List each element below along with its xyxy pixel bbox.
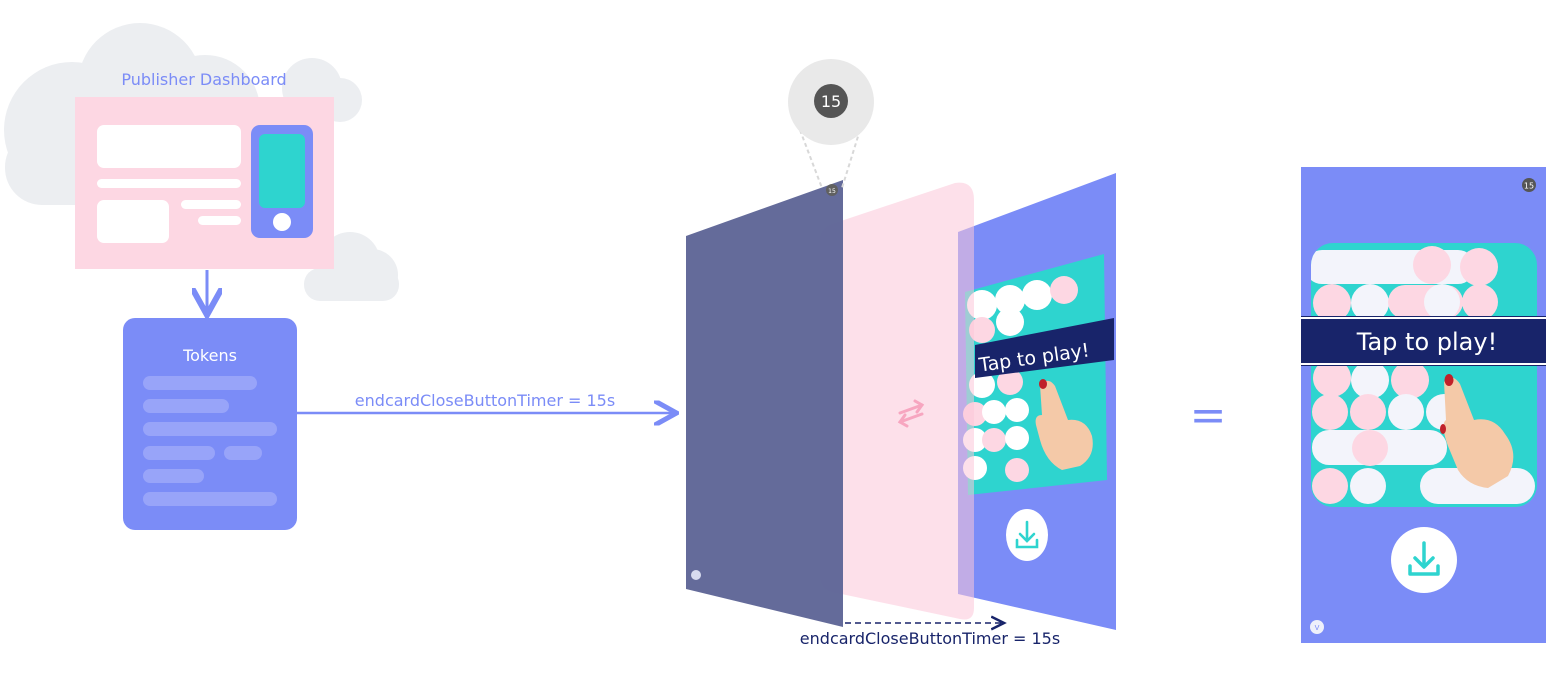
tap-to-play-banner: [1301, 316, 1546, 366]
bottom-timer-label: endcardCloseButtonTimer = 15s: [800, 629, 1060, 648]
finger-icon: [1035, 379, 1093, 470]
close-button-layer: [686, 180, 843, 627]
endcard-layer: Tap to play!: [958, 173, 1116, 630]
result-tap-text: Tap to play!: [1356, 328, 1497, 356]
equals-sign: =: [1190, 390, 1227, 441]
svg-text:V: V: [1315, 624, 1320, 632]
tokens-title: Tokens: [182, 346, 237, 365]
swap-arrows-icon: [897, 399, 925, 428]
finger-icon: [1440, 374, 1514, 488]
result-timer-text: 15: [1524, 182, 1534, 191]
download-icon: [1408, 541, 1440, 576]
result-endcard: 15 Tap to play!: [1301, 167, 1546, 643]
timer-badge-text: 15: [821, 92, 841, 111]
download-icon: [1015, 520, 1039, 549]
publisher-dashboard-card: [75, 97, 334, 269]
small-timer-badge: [826, 184, 838, 196]
vungle-logo-icon: [1310, 620, 1324, 634]
small-timer-text: 15: [828, 188, 836, 195]
result-timer-badge: [1522, 178, 1536, 192]
pink-overlay-layer: [820, 182, 974, 620]
tap-to-play-banner: [975, 318, 1114, 378]
publisher-dashboard-title: Publisher Dashboard: [121, 70, 286, 89]
tokens-card: [123, 318, 297, 530]
token-arrow-label: endcardCloseButtonTimer = 15s: [355, 391, 615, 410]
timer-badge: [814, 84, 848, 118]
vungle-logo-icon: [691, 570, 701, 580]
